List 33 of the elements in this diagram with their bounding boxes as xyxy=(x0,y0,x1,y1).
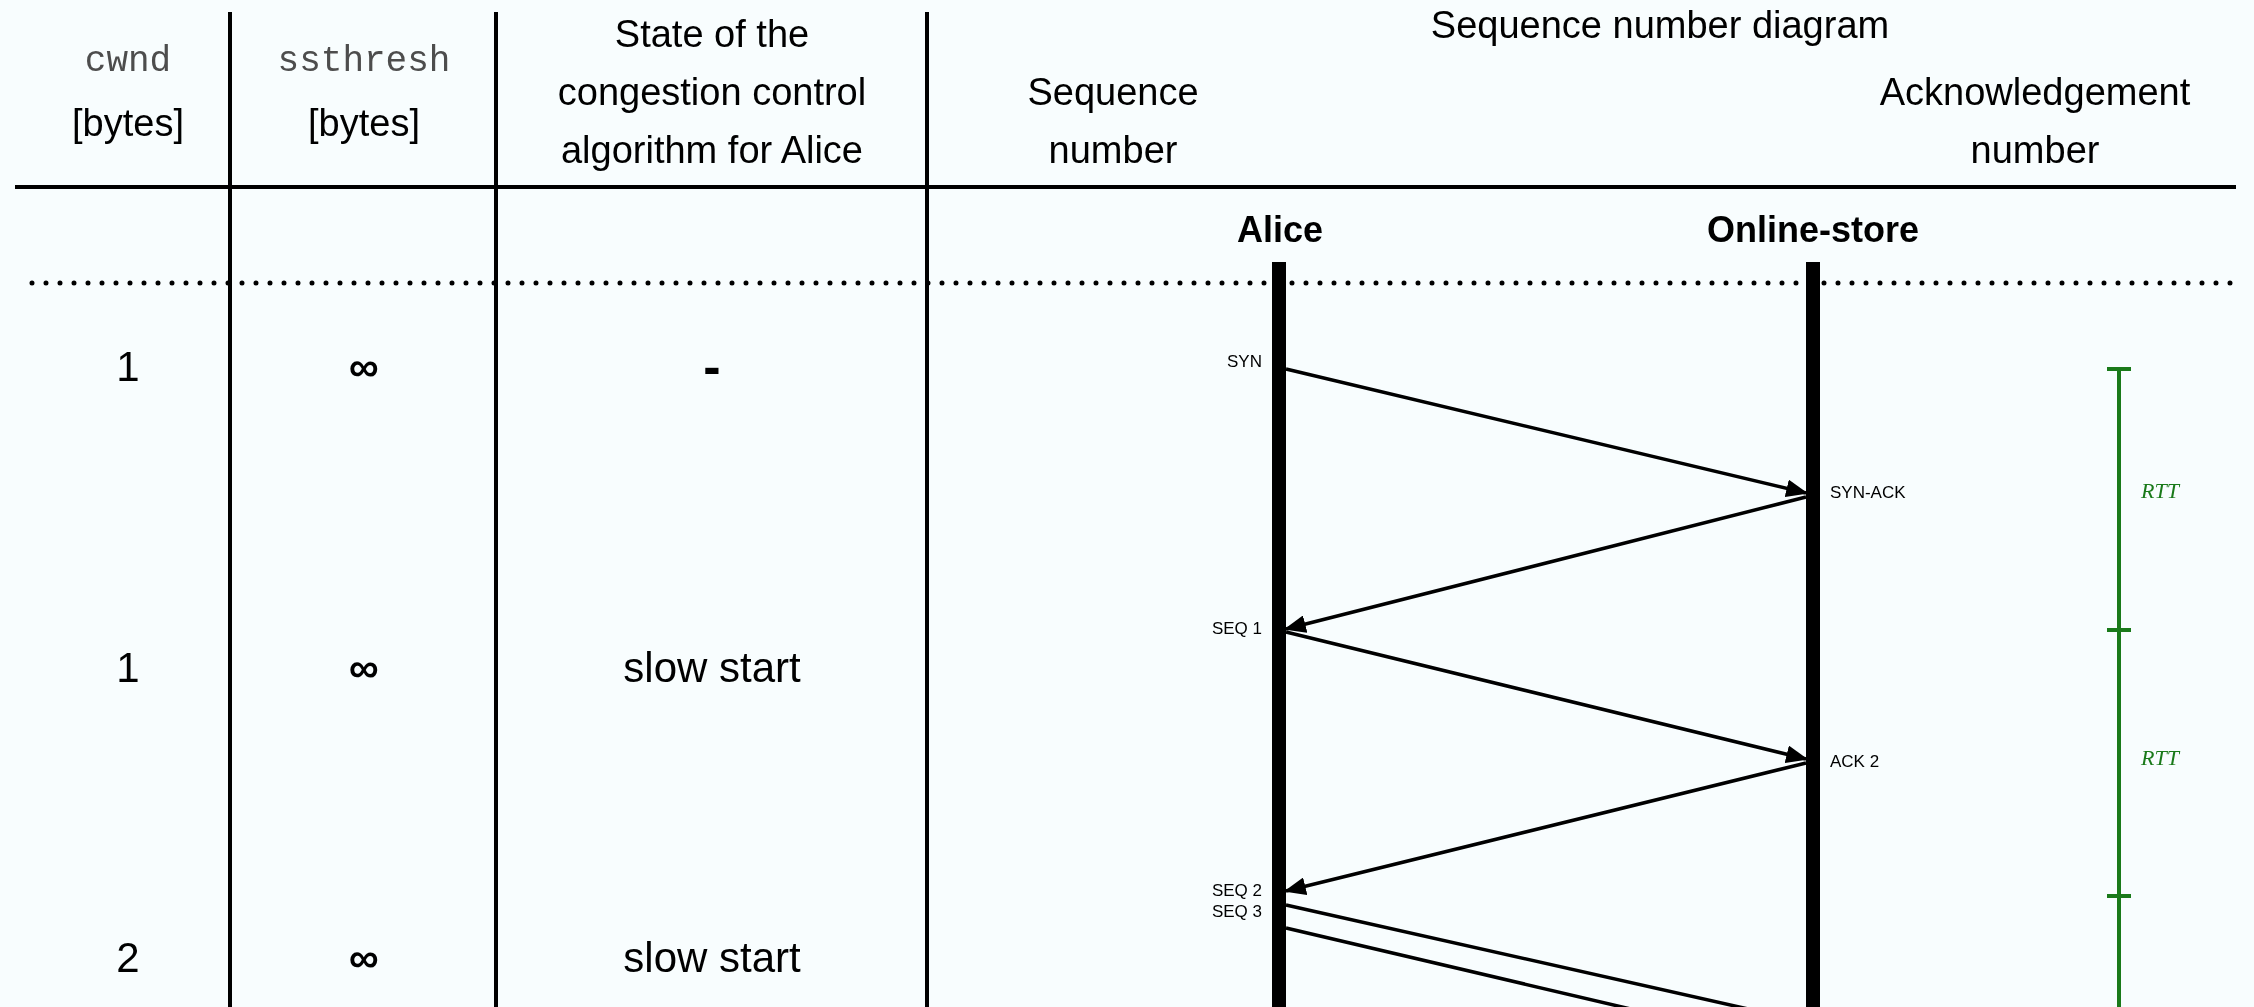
message-label: SYN xyxy=(1226,352,1262,372)
ssthresh-value: ∞ xyxy=(348,342,380,392)
lifeline-label: Online-store xyxy=(1706,208,1920,252)
message-arrow xyxy=(1284,495,1807,634)
message-arrow xyxy=(1285,367,1808,498)
column-header: State of the congestion control algorithm for Alice xyxy=(556,12,868,173)
diagram-title: Sequence number diagram xyxy=(1429,3,1891,48)
cwnd-value: 1 xyxy=(115,342,141,392)
column-header: ssthresh xyxy=(276,40,452,84)
message-label: SYN-ACK xyxy=(1830,483,1907,503)
lifeline-label: Alice xyxy=(1235,208,1324,252)
rtt-label: RTT xyxy=(2140,478,2182,504)
state-value: - xyxy=(702,336,722,396)
axis-header: Acknowledgement number xyxy=(1878,70,2192,173)
ssthresh-value: ∞ xyxy=(348,933,380,983)
message-arrow xyxy=(1285,630,1808,764)
message-label: SEQ 2 xyxy=(1210,881,1262,901)
cwnd-value: 1 xyxy=(115,643,141,693)
axis-header: Sequence number xyxy=(1026,70,1200,173)
lifeline-bar xyxy=(1806,262,1820,1007)
unit-label: [bytes] xyxy=(71,101,185,146)
message-label: SEQ 1 xyxy=(1210,619,1262,639)
state-value: slow start xyxy=(622,933,802,983)
lifeline-bar xyxy=(1272,262,1286,1007)
ssthresh-value: ∞ xyxy=(348,643,380,693)
cwnd-value: 2 xyxy=(115,933,141,983)
rtt-label: RTT xyxy=(2140,745,2182,771)
column-header: cwnd xyxy=(83,40,173,84)
message-label: SEQ 3 xyxy=(1210,902,1262,922)
unit-label: [bytes] xyxy=(307,101,421,146)
message-label: ACK 2 xyxy=(1830,752,1881,772)
state-value: slow start xyxy=(622,643,802,693)
message-arrow xyxy=(1284,761,1807,896)
